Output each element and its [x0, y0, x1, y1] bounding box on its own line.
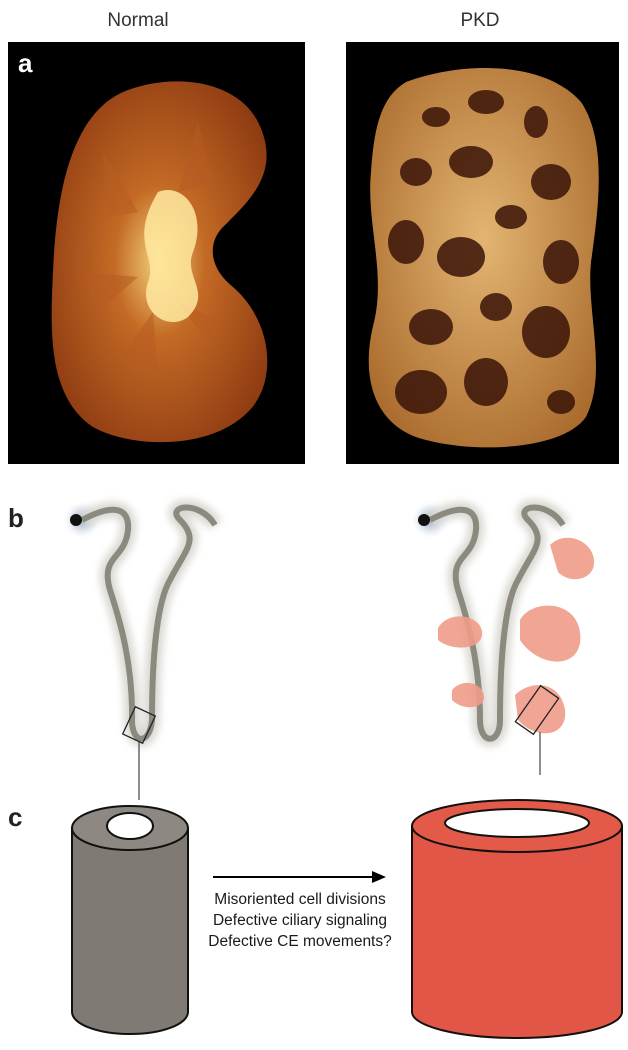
progression-arrow: [213, 871, 386, 883]
panel-a-label: a: [18, 48, 33, 78]
pkd-kidney-photo: [346, 42, 619, 464]
normal-column-title: Normal: [107, 10, 169, 31]
panel-b-label: b: [8, 503, 24, 533]
normal-section-box: [121, 705, 157, 745]
normal-tubule-cylinder: [71, 805, 189, 1035]
caption-line-2: Defective ciliary signaling: [212, 912, 388, 929]
arrow-caption: Misoriented cell divisions Defective cil…: [196, 889, 404, 952]
normal-nephron: [64, 499, 222, 800]
normal-kidney-photo: [8, 42, 305, 464]
normal-glomerulus: [70, 514, 82, 526]
pkd-column-title: PKD: [460, 10, 500, 31]
panel-c-label: c: [8, 802, 23, 832]
pkd-section-box: [514, 684, 560, 736]
pkd-tubule-cylinder: [411, 799, 623, 1039]
pkd-nephron: [412, 499, 595, 775]
caption-line-3: Defective CE movements?: [208, 933, 392, 950]
pkd-cysts: [438, 537, 595, 734]
caption-line-1: Misoriented cell divisions: [214, 891, 386, 908]
